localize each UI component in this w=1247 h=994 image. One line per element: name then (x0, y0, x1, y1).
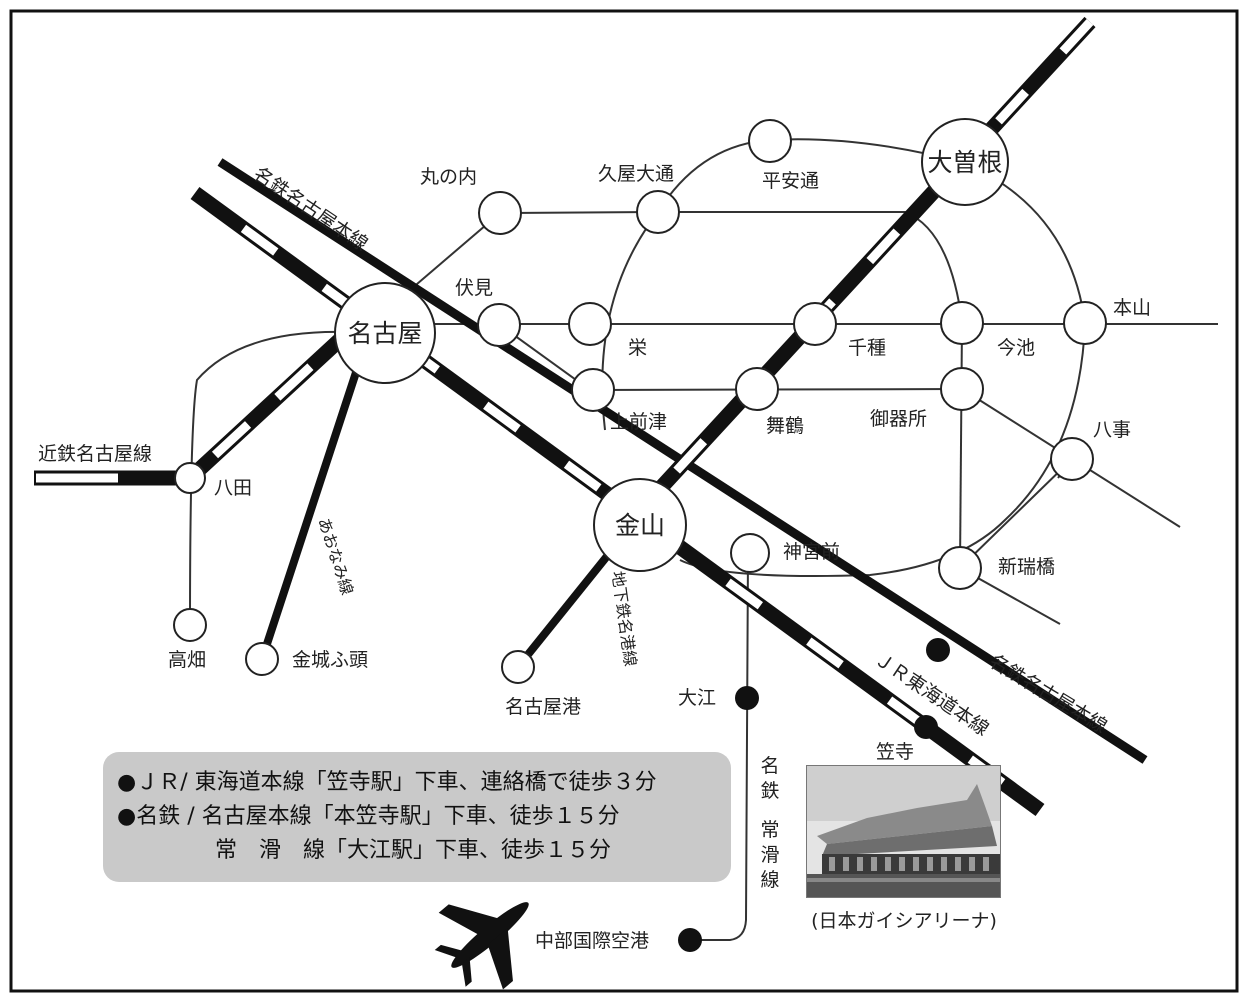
label-hatta: 八田 (214, 477, 252, 499)
label-kintetsu: 近鉄名古屋線 (38, 443, 152, 465)
station-kanayama[interactable] (593, 478, 687, 572)
label-kamimaezu: 上前津 (610, 411, 667, 433)
station-imaike[interactable] (940, 301, 984, 345)
station-fushimi[interactable] (477, 303, 521, 347)
label-yagoto: 八事 (1093, 419, 1131, 441)
venue-caption: (日本ガイシアリーナ) (811, 910, 997, 932)
station-tsurumai[interactable] (735, 367, 779, 411)
label-imaike: 今池 (997, 337, 1035, 359)
label-arahata: 新瑞橋 (998, 556, 1055, 578)
label-takabata: 高畑 (168, 649, 206, 671)
label-kanayama: 金山 (615, 511, 665, 540)
label-tokoname-5: 線 (760, 869, 779, 891)
label-chubu-airport: 中部国際空港 (535, 930, 649, 952)
station-jingumae[interactable] (730, 533, 770, 573)
access-meitetsu: ●名鉄 / 名古屋本線「本笠寺駅」下車、徒歩１５分 (117, 804, 620, 829)
label-fushimi: 伏見 (455, 277, 493, 299)
station-takabata[interactable] (173, 608, 207, 642)
access-tokoname: 常 滑 線「大江駅」下車、徒歩１５分 (215, 838, 612, 863)
station-kamimaezu[interactable] (571, 368, 615, 412)
label-hisaya-odori: 久屋大通 (598, 163, 674, 185)
label-aonami: あおなみ線 (314, 515, 357, 597)
label-meitetsu-bottom: 名鉄名古屋本線 (985, 650, 1110, 737)
map-frame (9, 9, 1239, 993)
label-oe: 大江 (678, 687, 716, 709)
label-motoyama: 本山 (1113, 297, 1151, 319)
label-meiko: 地下鉄名港線 (608, 570, 640, 668)
label-ozone: 大曽根 (927, 148, 1002, 177)
label-tokoname-1: 名 (760, 755, 779, 777)
label-nagoya: 名古屋 (347, 319, 422, 348)
label-heian-dori: 平安通 (762, 170, 819, 192)
station-nagoya-ko[interactable] (501, 650, 535, 684)
station-oe-dot[interactable] (735, 686, 759, 710)
airplane-icon (434, 902, 529, 990)
station-kinjo-futo[interactable] (245, 642, 279, 676)
meitetsu-stations (678, 638, 950, 952)
access-info-box: ●ＪＲ/ 東海道本線「笠寺駅」下車、連絡橋で徒歩３分 ●名鉄 / 名古屋本線「本… (103, 752, 731, 882)
station-heian-dori[interactable] (748, 119, 792, 163)
label-kasadera: 笠寺 (876, 741, 914, 763)
label-marunouchi: 丸の内 (420, 166, 477, 188)
station-marunouchi[interactable] (478, 191, 522, 235)
station-arahata[interactable] (938, 546, 982, 590)
label-gokiso: 御器所 (870, 408, 927, 430)
label-sakae: 栄 (628, 337, 647, 359)
station-honkasadera-dot[interactable] (926, 638, 950, 662)
stations (173, 118, 1107, 684)
station-sakae[interactable] (568, 302, 612, 346)
access-jr: ●ＪＲ/ 東海道本線「笠寺駅」下車、連絡橋で徒歩３分 (117, 770, 657, 795)
station-nagoya[interactable] (334, 282, 436, 384)
label-chikusa: 千種 (848, 337, 886, 359)
station-chikusa[interactable] (793, 302, 837, 346)
label-kinjo-futo: 金城ふ頭 (292, 649, 368, 671)
station-motoyama[interactable] (1063, 301, 1107, 345)
arena-photo (806, 765, 1001, 898)
station-hisaya-odori[interactable] (636, 190, 680, 234)
label-jingumae: 神宮前 (783, 541, 840, 563)
station-airport-dot[interactable] (678, 928, 702, 952)
station-kasadera-dot[interactable] (914, 715, 938, 739)
label-tokoname-4: 滑 (760, 844, 779, 866)
station-hatta[interactable] (174, 462, 206, 494)
station-ozone[interactable] (921, 118, 1009, 206)
label-nagoya-ko: 名古屋港 (505, 696, 581, 718)
station-yagoto[interactable] (1050, 437, 1094, 481)
label-tokoname-3: 常 (760, 819, 779, 841)
label-tokoname-2: 鉄 (760, 780, 779, 802)
station-gokiso[interactable] (940, 367, 984, 411)
label-tsurumai: 舞鶴 (766, 415, 804, 437)
